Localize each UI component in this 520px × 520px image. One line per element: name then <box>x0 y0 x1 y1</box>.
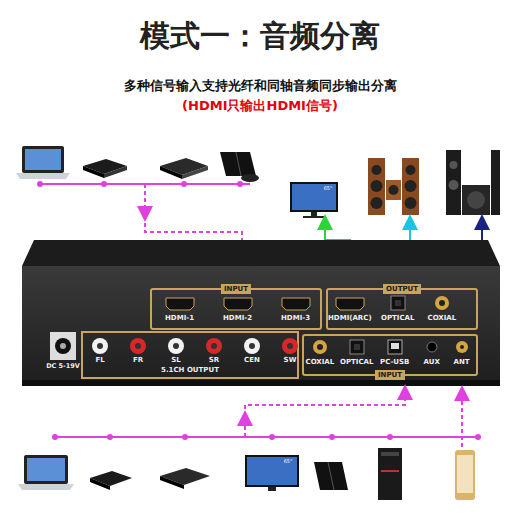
port-label: OPTICAL <box>381 313 414 323</box>
group-label: INPUT <box>221 284 251 294</box>
note-text: (HDMI只输出HDMI信号) <box>182 98 338 114</box>
port-label: HDMI-1 <box>165 313 194 323</box>
channel-label: SL <box>171 356 181 364</box>
screen-size: 65" <box>284 458 293 464</box>
port-group: OUTPUTHDMI(ARC)OPTICALCOXIAL <box>326 288 478 330</box>
port-label-box: AUX <box>422 357 442 367</box>
subtitle: 多种信号输入支持光纤和同轴音频同步输出分离 <box>124 78 397 94</box>
port-label-box: COXIAL <box>304 357 337 367</box>
port-label: OPTICAL <box>340 357 373 367</box>
port-label-box: HDMI-2 <box>221 313 254 323</box>
channel-label: SR <box>209 356 219 364</box>
group-label: INPUT <box>375 370 405 380</box>
output-label: 5.1CH OUTPUT <box>161 366 219 374</box>
screen-size: 65" <box>324 185 333 191</box>
port-label-box: COXIAL <box>426 313 459 323</box>
port-label: HDMI-3 <box>281 313 310 323</box>
port-label: HDMI-2 <box>223 313 252 323</box>
power-label: DC 5-19V <box>46 363 80 371</box>
port-label-box: PC-USB <box>378 357 411 367</box>
port-label: ANT <box>454 357 470 367</box>
channel-label: FL <box>95 356 104 364</box>
port-label-box: OPTICAL <box>379 313 416 323</box>
port-label: COXIAL <box>428 313 457 323</box>
port-label-box: ANT <box>452 357 472 367</box>
channel-label: FR <box>133 356 143 364</box>
port-label: PC-USB <box>380 357 409 367</box>
port-label: HDMI(ARC) <box>328 313 372 323</box>
port-group: INPUTHDMI-1HDMI-2HDMI-3 <box>150 288 322 330</box>
port-label-box: HDMI-3 <box>279 313 312 323</box>
channel-label: SW <box>284 356 297 364</box>
title-text: 模式一：音频分离 <box>0 16 520 56</box>
port-group: INPUTCOXIALOPTICALPC-USBAUXANT <box>302 334 478 376</box>
port-label: AUX <box>424 357 440 367</box>
port-label: COXIAL <box>306 357 335 367</box>
port-label-box: OPTICAL <box>338 357 375 367</box>
port-label-box: HDMI(ARC) <box>326 313 374 323</box>
port-label-box: HDMI-1 <box>163 313 196 323</box>
group-label: OUTPUT <box>383 284 421 294</box>
channel-label: CEN <box>244 356 260 364</box>
